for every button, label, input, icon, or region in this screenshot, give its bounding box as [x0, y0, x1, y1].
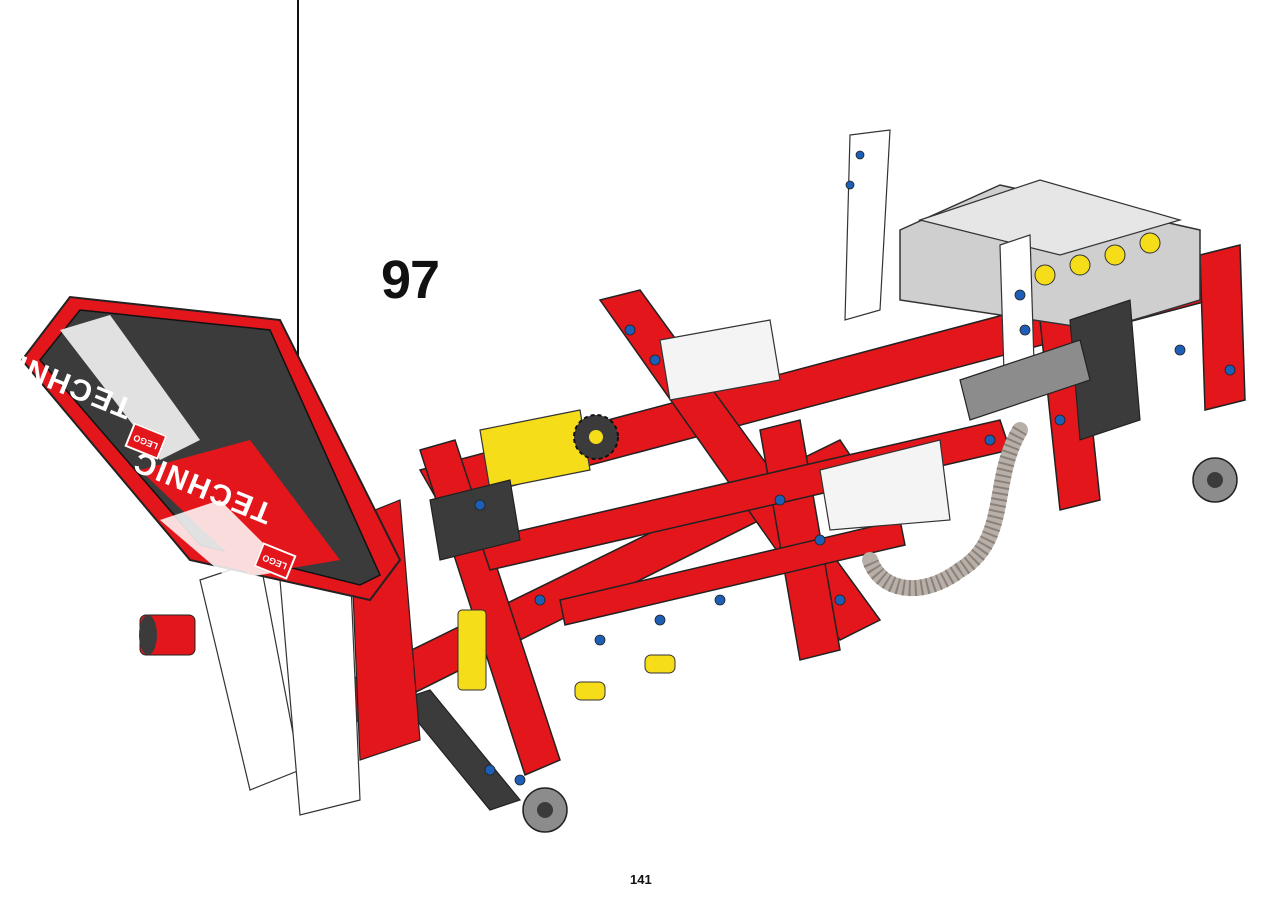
step-number: 97 [381, 250, 440, 310]
page-number: 141 [630, 872, 652, 887]
hood-panel [20, 295, 402, 602]
chassis [139, 129, 1246, 833]
blue-pins [474, 150, 1236, 786]
